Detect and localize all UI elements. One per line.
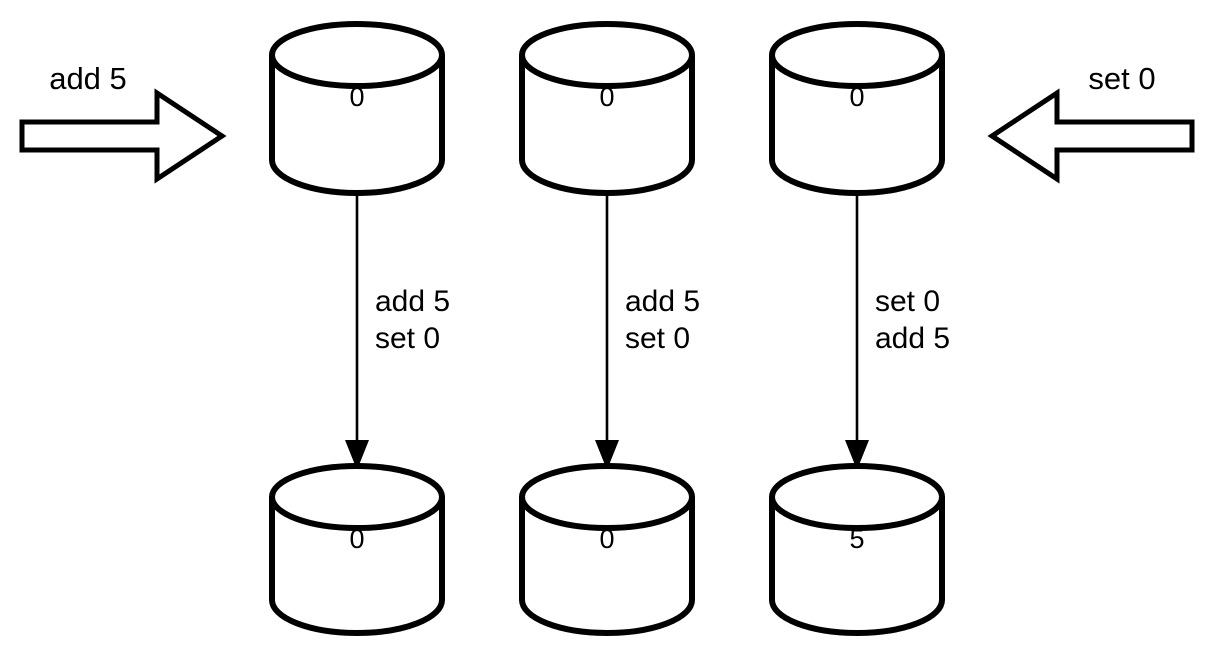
- connector-label-replica-3-line-1: set 0: [875, 285, 940, 318]
- database-cylinder-replica-3-bottom: [769, 463, 945, 636]
- connector-label-replica-1-line-2: set 0: [375, 322, 440, 355]
- input-left-label: add 5: [49, 61, 127, 96]
- connector-arrow-replica-3: [845, 192, 869, 470]
- database-cylinder-replica-2-bottom: [519, 463, 695, 636]
- arrow-right-block-icon: [19, 88, 227, 184]
- database-cylinder-replica-1-bottom: [269, 463, 445, 636]
- connector-label-replica-3-line-2: add 5: [875, 322, 950, 355]
- database-value-replica-1-bottom: 0: [349, 524, 364, 554]
- database-value-replica-2-top: 0: [599, 82, 614, 112]
- input-right-label: set 0: [1088, 61, 1155, 96]
- database-cylinder-replica-2-top: [519, 21, 695, 196]
- database-value-replica-3-bottom: 5: [849, 524, 864, 554]
- database-value-replica-3-top: 0: [849, 82, 864, 112]
- connector-label-replica-1-line-1: add 5: [375, 285, 450, 318]
- connector-arrow-replica-2: [595, 192, 619, 470]
- database-value-replica-1-top: 0: [349, 82, 364, 112]
- database-value-replica-2-bottom: 0: [599, 524, 614, 554]
- arrow-left-block-icon: [987, 88, 1195, 184]
- connector-arrow-replica-1: [345, 192, 369, 470]
- connector-label-replica-2-line-1: add 5: [625, 285, 700, 318]
- connector-label-replica-2-line-2: set 0: [625, 322, 690, 355]
